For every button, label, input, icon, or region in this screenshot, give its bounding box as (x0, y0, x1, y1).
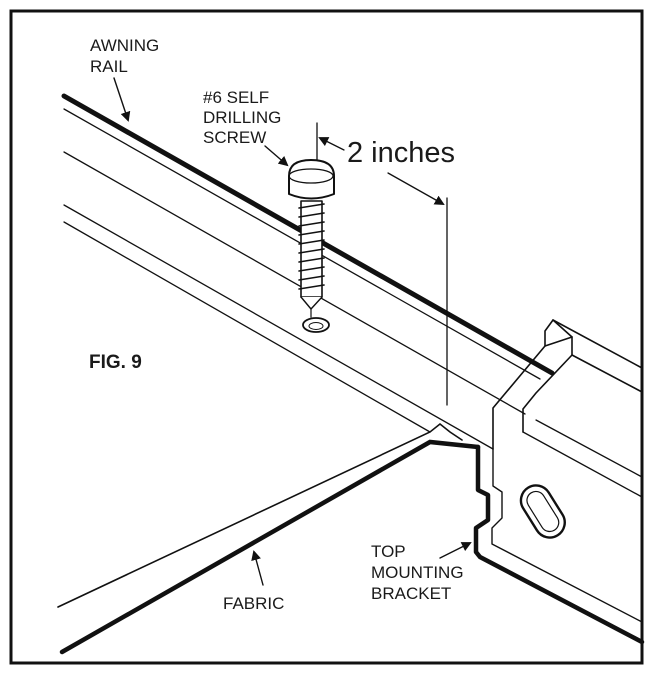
screw-label: #6 SELF DRILLING SCREW (203, 88, 286, 147)
self-drilling-screw (288, 159, 335, 318)
awning-rail-label: AWNING RAIL (90, 36, 164, 76)
awning-rail-leader (113, 77, 131, 122)
awning-rail-label-line-2: RAIL (90, 57, 128, 76)
bracket-label-line-3: BRACKET (371, 584, 451, 603)
screw-leader (264, 145, 289, 167)
bracket-label-line-2: MOUNTING (371, 563, 464, 582)
bracket-leader (439, 542, 472, 559)
screw-label-line-3: SCREW (203, 128, 266, 147)
dimension-label: 2 inches (347, 137, 455, 169)
dimension-2-inches (316, 122, 448, 406)
awning-rail-label-line-1: AWNING (90, 36, 159, 55)
fabric-label: FABRIC (223, 594, 284, 613)
fabric-leader (251, 550, 264, 586)
bracket-label-line-1: TOP (371, 542, 405, 561)
bracket-label: TOP MOUNTING BRACKET (371, 542, 468, 603)
figure-frame (9, 9, 644, 665)
screw-label-line-2: DRILLING (203, 108, 281, 127)
screw-label-line-1: #6 SELF (203, 88, 269, 107)
top-mounting-bracket (473, 319, 645, 645)
screw-hole (302, 317, 330, 333)
fabric (57, 422, 481, 655)
figure-label: FIG. 9 (89, 352, 142, 373)
callout-leaders (113, 77, 472, 586)
